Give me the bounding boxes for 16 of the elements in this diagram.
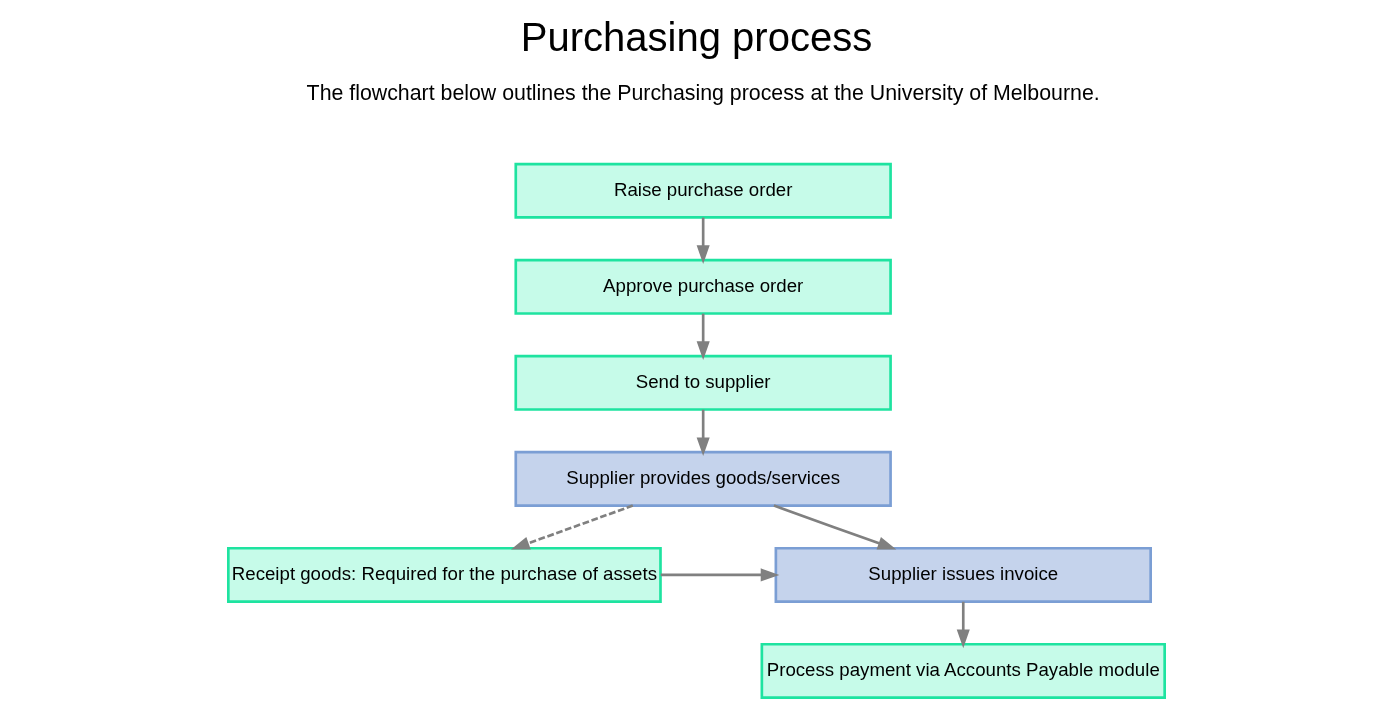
arrow [956, 601, 970, 649]
arrow [660, 568, 779, 582]
node-box: Approve purchase order [513, 258, 892, 315]
diagram-title: Purchasing process [520, 14, 872, 59]
arrow [772, 504, 896, 550]
arrow [696, 409, 710, 457]
node-box: Receipt goods: Required for the purchase of assets [226, 546, 662, 603]
node-box: Supplier issues invoice [774, 546, 1152, 603]
arrow [696, 217, 710, 265]
node-box: Process payment via Accounts Payable module [760, 642, 1166, 699]
node-box: Supplier provides goods/services [513, 450, 892, 507]
node-box: Raise purchase order [513, 162, 892, 219]
node-box: Send to supplier [513, 354, 892, 411]
arrow [510, 504, 633, 550]
arrow [696, 313, 710, 361]
label: The flowchart below outlines the Purchasing process at the University of Melbourne. [306, 80, 1100, 105]
